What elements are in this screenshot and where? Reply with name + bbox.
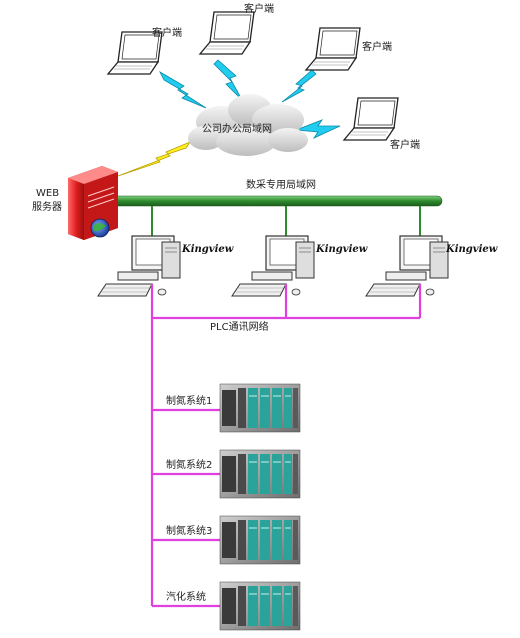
data-lan-label: 数采专用局域网 <box>246 180 316 191</box>
web-server <box>68 166 118 240</box>
data-lan-bus <box>105 195 443 236</box>
plc-network-label: PLC通讯网络 <box>210 322 269 333</box>
web-server-label-line1: WEB <box>36 188 60 199</box>
plc-system-label-4: 汽化系统 <box>166 592 206 603</box>
office-lan-cloud <box>188 94 308 156</box>
client-label-1: 客户端 <box>152 28 182 39</box>
plc-system-label-1: 制氮系统1 <box>166 396 213 407</box>
lightning-icon <box>213 59 243 101</box>
client-laptop-3 <box>305 27 361 71</box>
lightning-icon <box>281 69 317 103</box>
lightning-icon <box>117 141 192 177</box>
plc-rack-2 <box>219 449 301 499</box>
plc-system-label-2: 制氮系统2 <box>166 460 213 471</box>
plc-network-lines <box>150 284 422 608</box>
client-label-2: 客户端 <box>244 4 274 15</box>
plc-rack-4 <box>219 581 301 631</box>
web-server-label-line2: 服务器 <box>32 202 62 213</box>
workstation-1 <box>97 235 181 297</box>
plc-rack-1 <box>219 383 301 433</box>
office-lan-label: 公司办公局域网 <box>202 124 272 135</box>
plc-rack-3 <box>219 515 301 565</box>
client-laptop-2 <box>199 11 255 55</box>
client-label-3: 客户端 <box>362 42 392 53</box>
plc-system-label-3: 制氮系统3 <box>166 526 213 537</box>
workstation-2 <box>231 235 315 297</box>
client-laptop-4 <box>343 97 399 141</box>
workstation-3 <box>365 235 449 297</box>
workstation-brand-2: Kingview <box>316 244 368 255</box>
workstation-brand-1: Kingview <box>182 244 234 255</box>
workstation-brand-3: Kingview <box>446 244 498 255</box>
client-label-4: 客户端 <box>390 140 420 151</box>
lightning-icon <box>159 70 207 109</box>
